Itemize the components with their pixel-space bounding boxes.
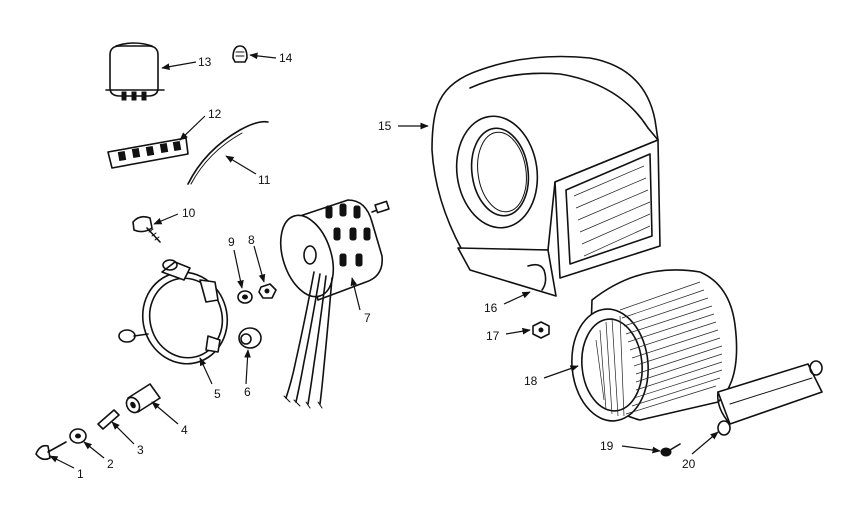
callout-3: 3 (137, 443, 144, 457)
callout-16: 16 (484, 301, 498, 315)
callout-19: 19 (600, 439, 614, 453)
callout-4: 4 (181, 423, 188, 437)
callout-labels: 1 2 3 4 5 6 7 8 9 10 11 12 13 14 15 16 1… (77, 51, 696, 481)
part-housing-nut (532, 321, 550, 339)
part-motor-mount (118, 259, 229, 365)
callout-12: 12 (208, 107, 222, 121)
callout-13: 13 (198, 55, 212, 69)
part-wire-nut (232, 45, 248, 63)
part-flat-washer (69, 428, 87, 444)
leader-lines (49, 52, 719, 469)
callout-5: 5 (214, 387, 221, 401)
part-bushing (125, 383, 161, 414)
callout-14: 14 (279, 51, 293, 65)
part-terminal-strip (107, 137, 189, 169)
callout-6: 6 (244, 385, 251, 399)
part-bolt (132, 215, 161, 243)
part-pin (97, 409, 120, 430)
callout-2: 2 (107, 457, 114, 471)
callout-20: 20 (682, 457, 696, 471)
callout-17: 17 (486, 329, 500, 343)
callout-1: 1 (77, 467, 84, 481)
part-blower-wheel (571, 269, 738, 422)
callout-10: 10 (182, 206, 196, 220)
part-washer (237, 290, 253, 304)
callout-15: 15 (378, 119, 392, 133)
part-motor (279, 199, 390, 409)
callout-8: 8 (248, 233, 255, 247)
part-blower-housing (431, 55, 661, 297)
part-screw (35, 441, 67, 461)
part-nut (258, 283, 277, 299)
callout-11: 11 (258, 173, 271, 187)
callout-7: 7 (364, 311, 371, 325)
part-wire (187, 120, 269, 185)
callout-9: 9 (228, 235, 235, 249)
part-plate-screw (660, 443, 681, 457)
callout-18: 18 (524, 374, 538, 388)
part-grommet (238, 327, 262, 349)
part-capacitor (105, 42, 165, 101)
part-cutoff-plate (716, 360, 823, 436)
